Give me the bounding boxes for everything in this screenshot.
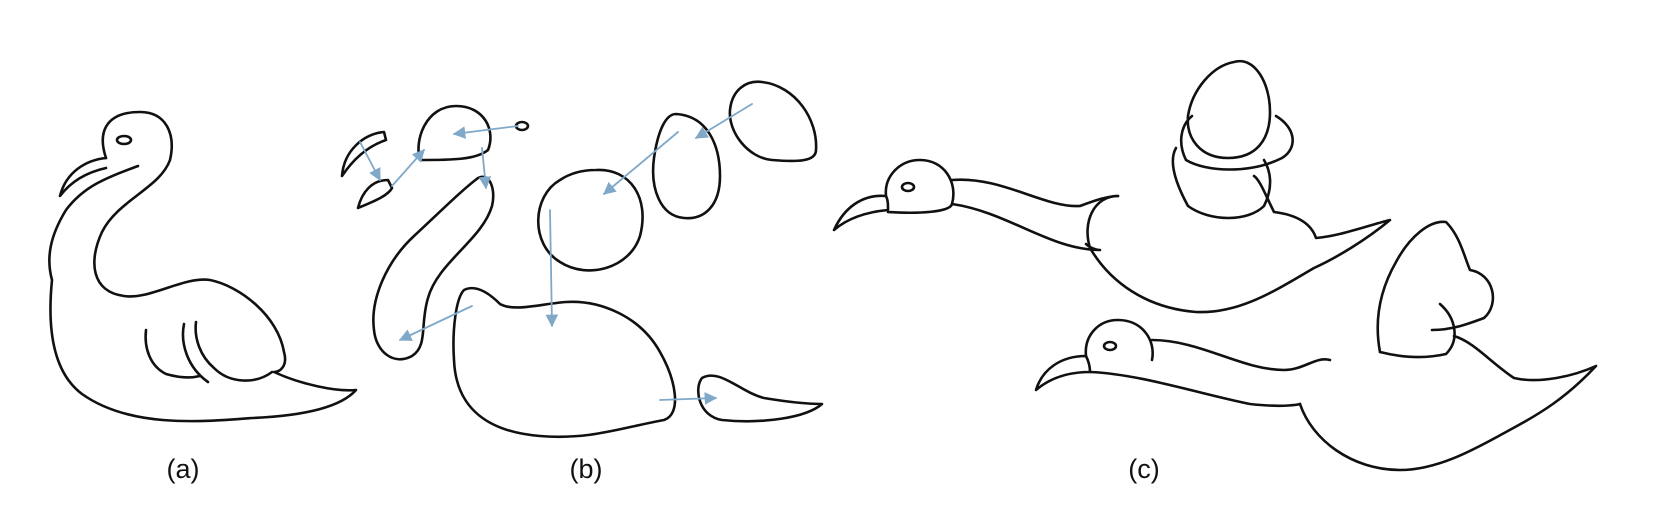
panel-a-wing-feather-1: [144, 328, 202, 379]
panel-a-body-outline: [48, 110, 358, 423]
part-lower-beak: [356, 178, 394, 210]
assembly-arrow-wing-lower: [545, 209, 559, 328]
assembly-arrow-eye: [452, 125, 519, 139]
assembly-arrow-head: [478, 147, 492, 190]
panel-c-bottom-head: [1084, 318, 1154, 362]
panel-c-top-neck-upper: [950, 178, 1120, 208]
panel-b-caption: (b): [570, 454, 603, 484]
part-head: [417, 104, 492, 162]
panel-c-bottom-body: [1298, 334, 1598, 472]
panel-c-caption: (c): [1128, 454, 1159, 484]
panel-c-top-eye: [900, 181, 916, 193]
panel-a-wing-feather-2: [181, 322, 210, 384]
panel-c-bottom-neck-lower: [1088, 370, 1302, 408]
panel-c-bottom-beak: [1034, 354, 1092, 392]
assembly-arrow-neck: [398, 305, 473, 341]
part-wing-middle: [651, 112, 722, 220]
assembly-arrow-wing-upper: [694, 103, 753, 139]
part-wing-lower: [537, 168, 644, 272]
panel-a-eye: [115, 134, 133, 146]
assembly-arrow-wing-middle: [603, 131, 679, 195]
panel-c-bottom-neck-upper: [1150, 338, 1332, 372]
panel-a-wing-feather-3: [194, 320, 274, 382]
panel-c-top-wing-top: [1186, 59, 1272, 160]
part-wing-upper: [728, 80, 818, 163]
assembly-arrow-lower-beak: [391, 149, 425, 187]
panel-c-flamingo-top: [832, 59, 1392, 314]
assembly-arrow-tail: [659, 392, 718, 405]
panel-c-bottom-wing: [1376, 220, 1495, 354]
panel-b-parts: (b): [340, 80, 824, 484]
part-body: [452, 286, 677, 439]
part-neck: [372, 175, 495, 361]
panel-c-top-head: [884, 158, 955, 215]
panel-c-top-wing-middle: [1179, 114, 1294, 171]
panel-c-top-wing-base: [1171, 146, 1272, 220]
part-tail: [696, 374, 824, 423]
panel-a-beak: [58, 156, 108, 198]
assembly-arrow-upper-beak: [359, 141, 381, 182]
panel-c-top-beak: [832, 194, 890, 232]
panel-c-top-neck-lower: [950, 202, 1102, 252]
panel-c-flamingo-bottom: [1034, 220, 1598, 472]
panel-c-bottom-eye: [1102, 340, 1118, 352]
part-upper-beak: [340, 130, 388, 178]
panel-a-flamingo: (a): [48, 110, 358, 484]
panel-a-caption: (a): [167, 454, 200, 484]
panel-c-top-body: [1086, 174, 1392, 314]
panel-c-bottom-wing-feather: [1378, 302, 1456, 359]
